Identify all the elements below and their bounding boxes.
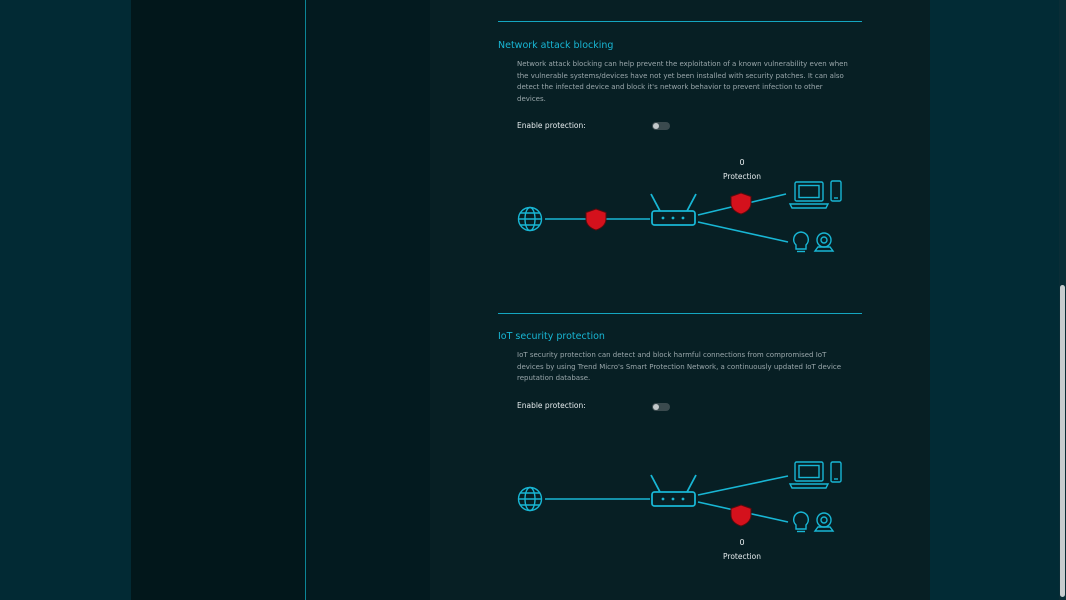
- section-divider: [498, 313, 862, 314]
- content-panel: [430, 0, 930, 600]
- laptop-icon: [788, 461, 830, 489]
- shield-icon: [730, 192, 752, 215]
- network-attack-blocking-toggle[interactable]: [652, 122, 670, 130]
- page-background-left: [0, 0, 131, 600]
- sub-navigation-panel: [306, 0, 430, 600]
- network-attack-blocking-title: Network attack blocking: [498, 40, 614, 51]
- laptop-icon: [788, 181, 830, 209]
- enable-protection-label: Enable protection:: [517, 401, 586, 410]
- camera-icon: [813, 512, 835, 532]
- scrollbar-thumb[interactable]: [1060, 285, 1065, 597]
- router-icon: [650, 474, 697, 507]
- toggle-knob: [653, 123, 659, 129]
- network-attack-diagram: [517, 180, 842, 253]
- phone-icon: [830, 180, 842, 202]
- shield-icon: [730, 504, 752, 527]
- iot-security-protection-title: IoT security protection: [498, 331, 605, 342]
- protection-count: 0: [739, 158, 745, 167]
- section-divider: [498, 21, 862, 22]
- lightbulb-icon: [793, 511, 809, 533]
- iot-security-diagram: [517, 461, 842, 533]
- globe-icon: [517, 486, 543, 512]
- phone-icon: [830, 461, 842, 483]
- shield-icon: [585, 208, 607, 231]
- router-leds: [661, 216, 685, 220]
- globe-icon: [517, 206, 543, 232]
- page-background-right: [930, 0, 1066, 600]
- enable-protection-label: Enable protection:: [517, 121, 586, 130]
- protection-count: 0: [739, 538, 745, 547]
- protection-label: Protection: [723, 172, 761, 181]
- sidebar-panel: [131, 0, 306, 600]
- camera-icon: [813, 232, 835, 252]
- sidebar-divider-line: [305, 0, 306, 600]
- iot-security-protection-description: IoT security protection can detect and b…: [517, 351, 842, 382]
- toggle-knob: [653, 404, 659, 410]
- iot-security-protection-toggle[interactable]: [652, 403, 670, 411]
- protection-label: Protection: [723, 552, 761, 561]
- lightbulb-icon: [793, 231, 809, 253]
- network-attack-blocking-description: Network attack blocking can help prevent…: [517, 60, 848, 103]
- router-leds: [661, 497, 685, 501]
- router-icon: [650, 193, 697, 226]
